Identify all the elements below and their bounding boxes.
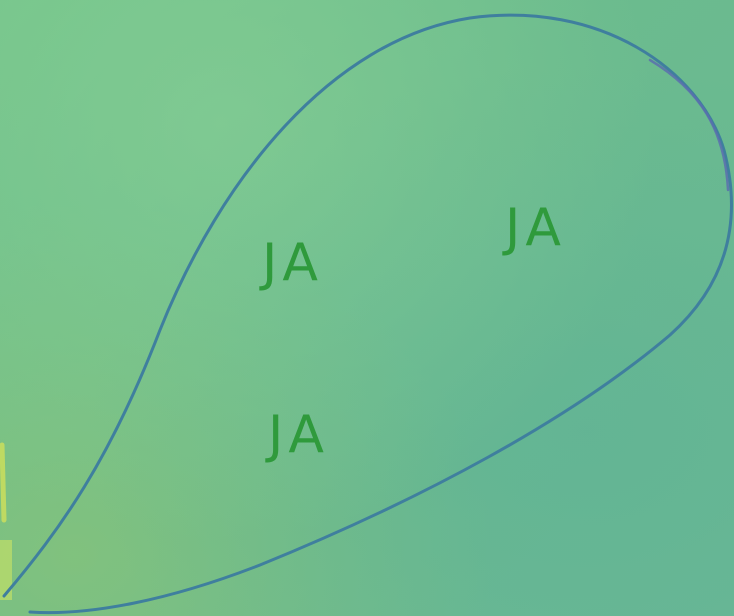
loop-outline-overdraw <box>648 58 730 192</box>
loop-outline <box>2 13 733 615</box>
ja-label-bottom: JA <box>265 405 330 465</box>
highlighter-patch <box>0 540 12 600</box>
ja-label-right: JA <box>502 198 567 258</box>
ja-label-left: JA <box>259 233 324 293</box>
highlighter-stroke <box>0 442 7 523</box>
